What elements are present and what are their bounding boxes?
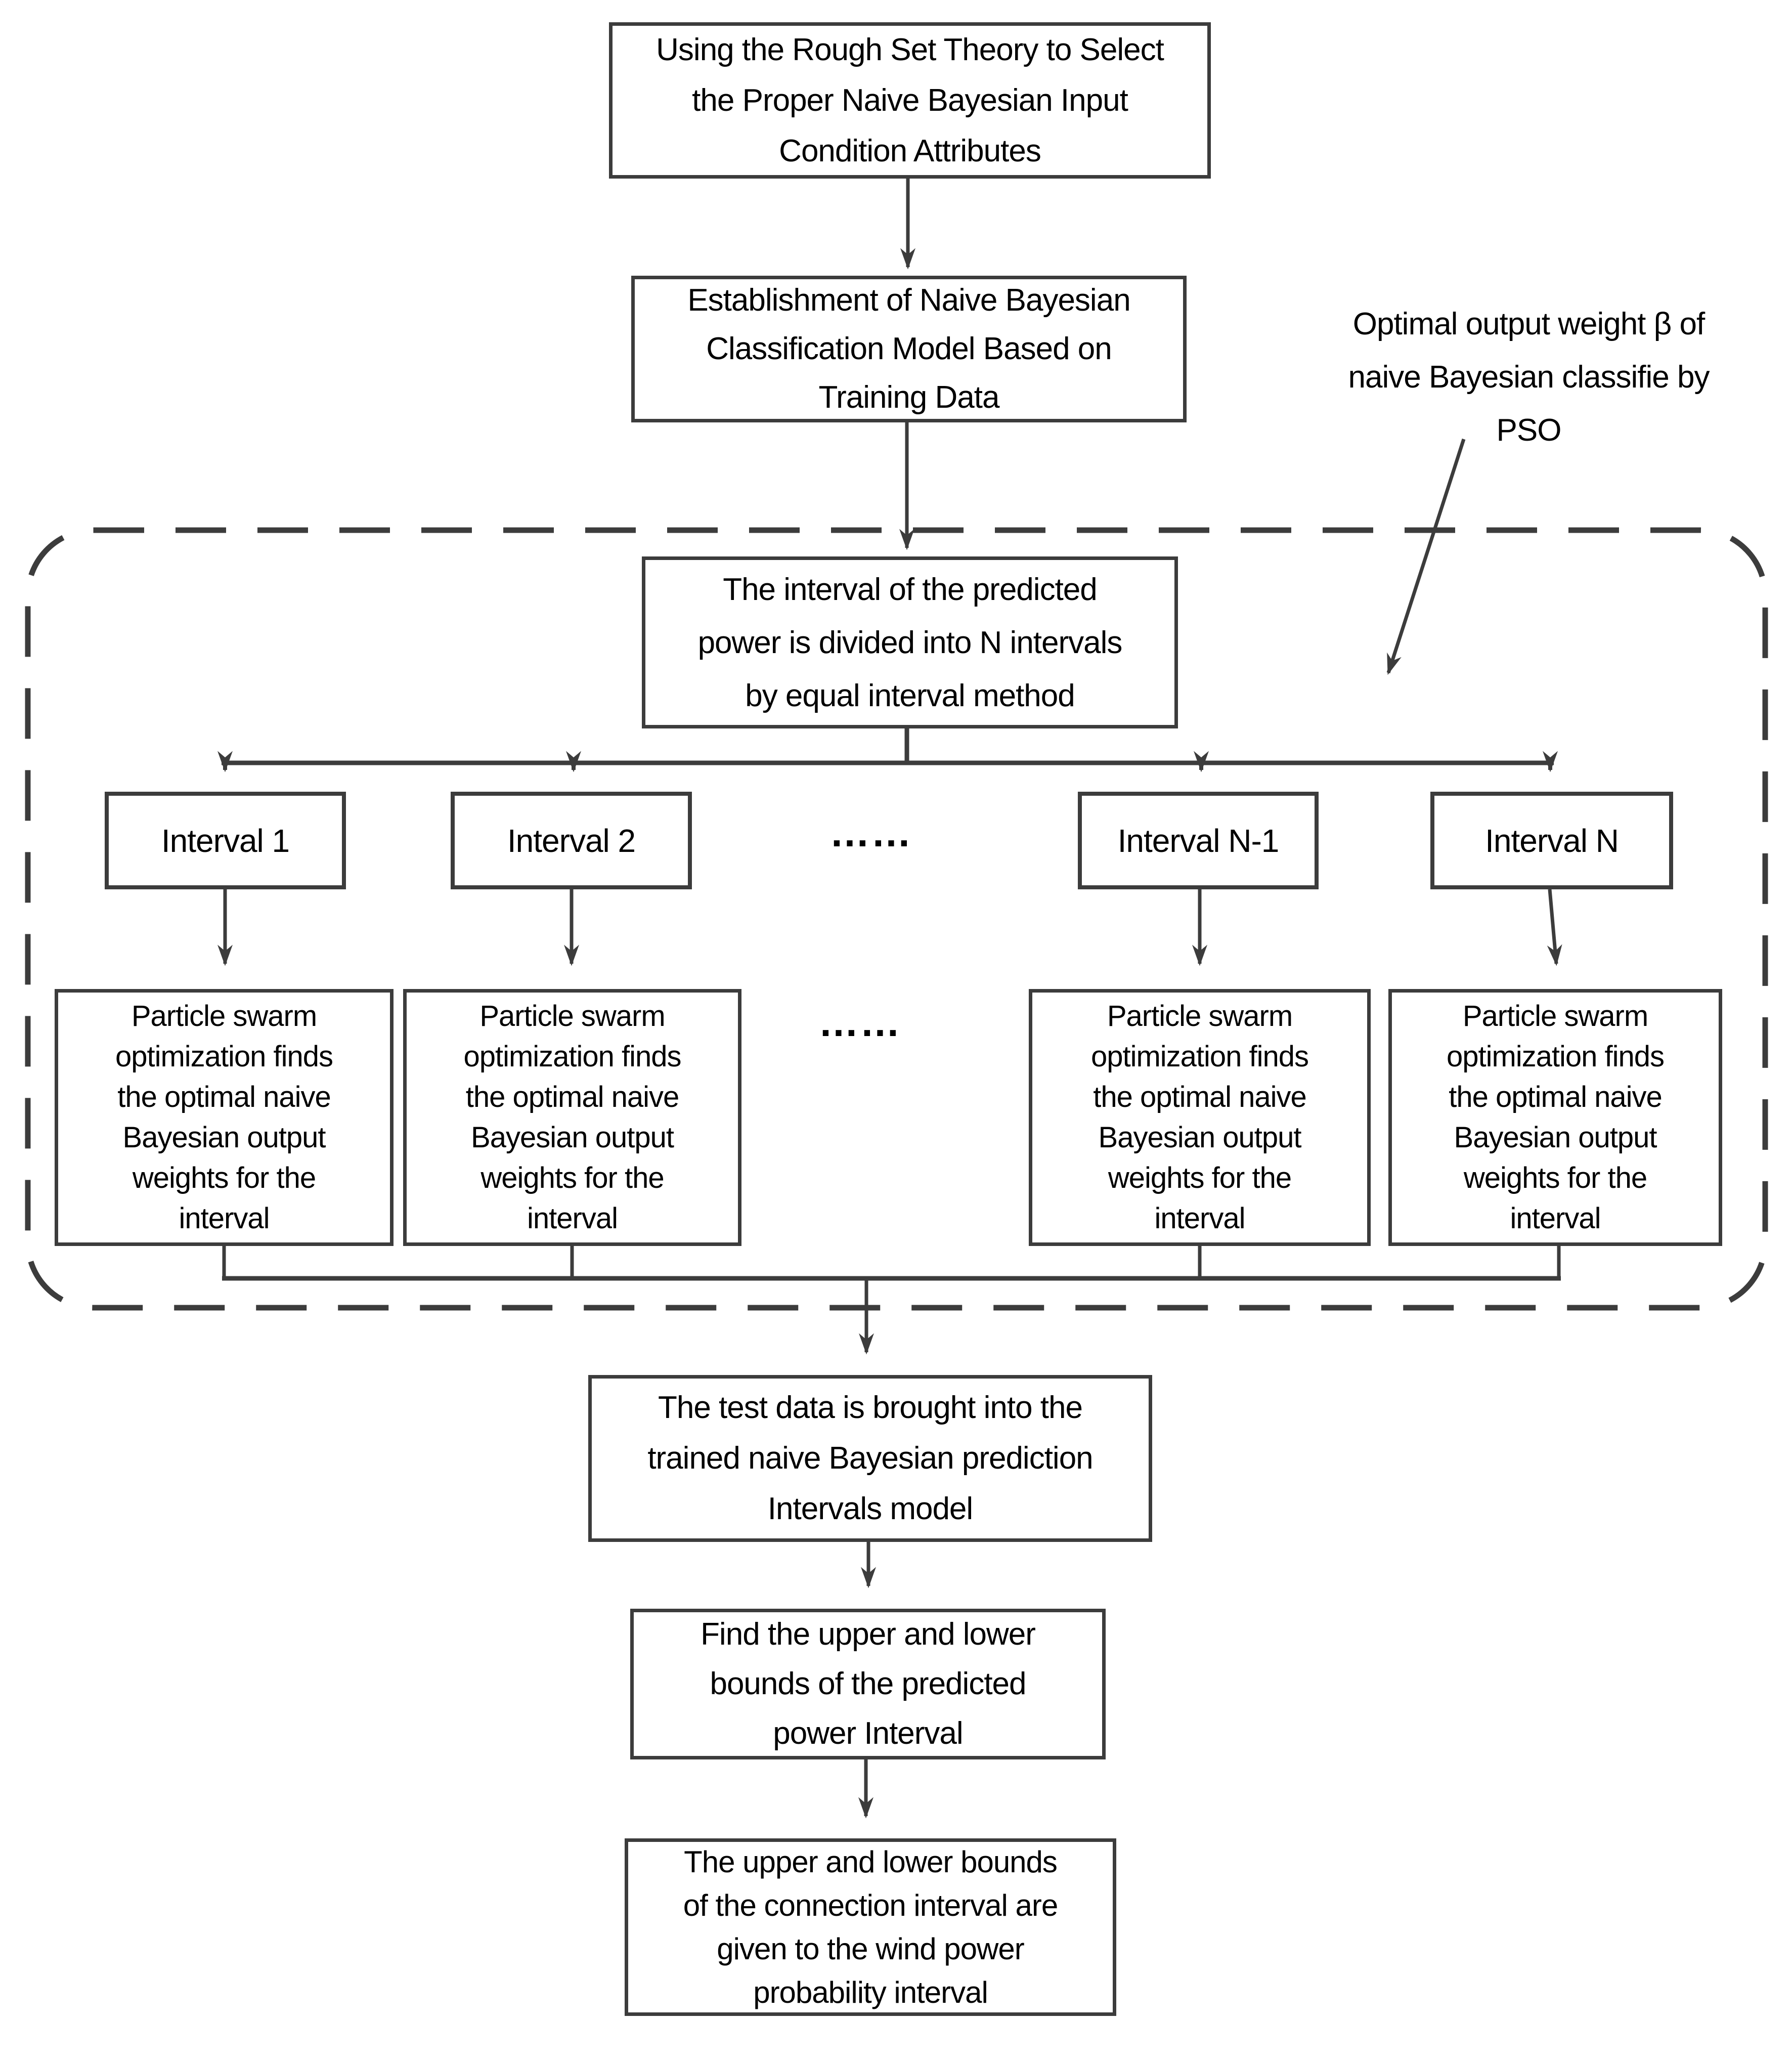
- interval-box-n: Interval N: [1430, 792, 1673, 889]
- arrow-annotation-to-region: [1386, 438, 1466, 675]
- final-box: The upper and lower bounds of the connec…: [625, 1838, 1116, 2016]
- top-box: Using the Rough Set Theory to Select the…: [609, 22, 1211, 179]
- annotation-note: Optimal output weight β of naive Bayesia…: [1348, 307, 1710, 448]
- interval-box-n1: Interval N-1: [1078, 792, 1319, 889]
- bounds-box: Find the upper and lower bounds of the p…: [630, 1609, 1106, 1759]
- pso-box-2: Particle swarm optimization finds the op…: [403, 989, 741, 1246]
- test-box: The test data is brought into the traine…: [588, 1375, 1152, 1542]
- pso-box-3: Particle swarm optimization finds the op…: [1029, 989, 1371, 1246]
- ellipsis-interval-row: ……: [829, 810, 912, 855]
- arrow-intervaln-to-pso4: [1547, 889, 1562, 966]
- establish-box: Establishment of Naive Bayesian Classifi…: [631, 276, 1187, 422]
- pso-box-4: Particle swarm optimization finds the op…: [1388, 989, 1722, 1246]
- divide-box: The interval of the predicted power is d…: [642, 556, 1178, 728]
- ellipsis-pso-row: ……: [818, 1000, 901, 1045]
- interval-box-1: Interval 1: [105, 792, 346, 889]
- pso-box-1: Particle swarm optimization finds the op…: [55, 989, 394, 1246]
- interval-box-2: Interval 2: [451, 792, 692, 889]
